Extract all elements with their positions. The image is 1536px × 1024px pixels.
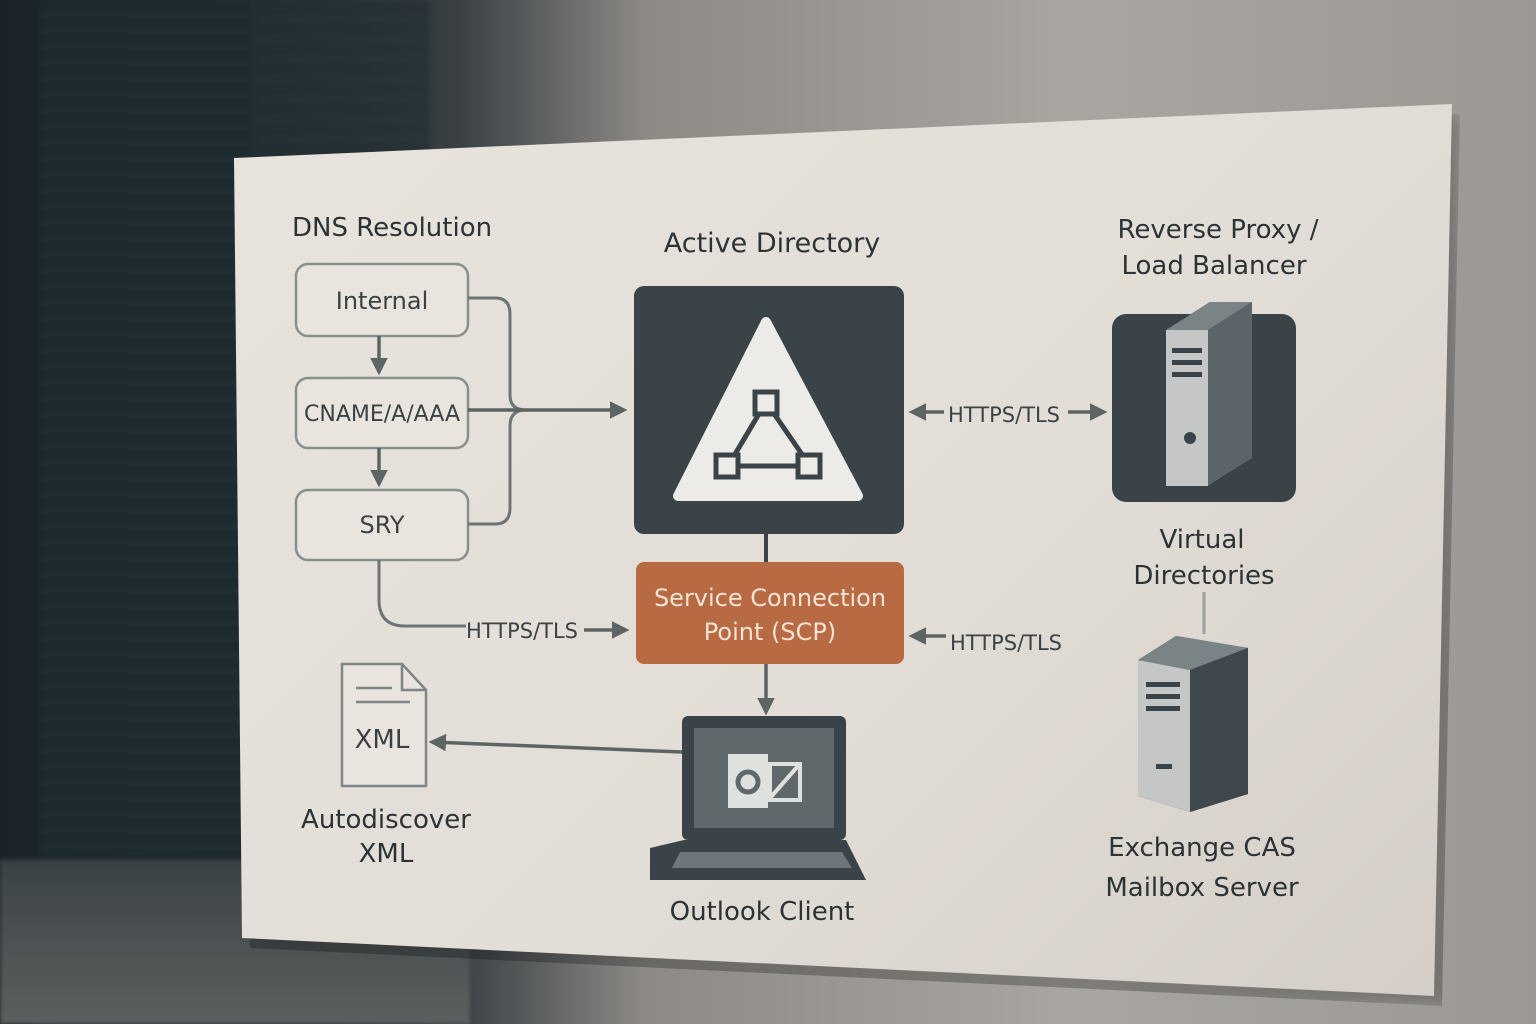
protocol-dns-scp: HTTPS/TLS [466, 619, 578, 643]
exchange-label-line2: Mailbox Server [1105, 873, 1299, 903]
proxy-title-line2: Load Balancer [1121, 251, 1306, 281]
virtual-directories-line2: Directories [1133, 561, 1274, 591]
connector-internal-ad [468, 296, 527, 412]
outlook-client-label: Outlook Client [670, 897, 855, 927]
scp-label-line1: Service Connection [654, 584, 886, 612]
server-tower-icon [1112, 302, 1296, 502]
autodiscover-label-line2: XML [359, 839, 414, 869]
exchange-server-icon [1138, 636, 1248, 812]
active-directory-triangle-icon [673, 317, 863, 501]
background-server-rack [40, 0, 250, 1024]
dns-box-srv-label: SRY [359, 511, 404, 539]
dns-box-internal-label: Internal [336, 287, 429, 315]
scp-box [636, 562, 904, 664]
virtual-directories-line1: Virtual [1160, 525, 1245, 555]
protocol-scp-proxy: HTTPS/TLS [950, 631, 1062, 655]
dns-box-cname [294, 376, 470, 450]
document-xml-icon [340, 662, 428, 788]
dns-resolution-title: DNS Resolution [292, 213, 492, 243]
exchange-label-line1: Exchange CAS [1108, 833, 1296, 863]
scp-label-line2: Point (SCP) [704, 618, 836, 646]
active-directory-title: Active Directory [664, 228, 881, 259]
laptop-outlook-icon [650, 716, 866, 880]
connector-srv-ad [468, 408, 527, 526]
connector-srv-scp [377, 560, 466, 628]
xml-file-label: XML [355, 725, 410, 755]
proxy-title-line1: Reverse Proxy / [1117, 215, 1318, 245]
autodiscover-label-line1: Autodiscover [301, 805, 471, 835]
arrow-outlook-to-xml [428, 733, 683, 754]
dns-box-internal [294, 262, 470, 338]
dns-box-cname-label: CNAME/A/AAA [304, 402, 460, 427]
protocol-ad-proxy: HTTPS/TLS [948, 403, 1060, 427]
